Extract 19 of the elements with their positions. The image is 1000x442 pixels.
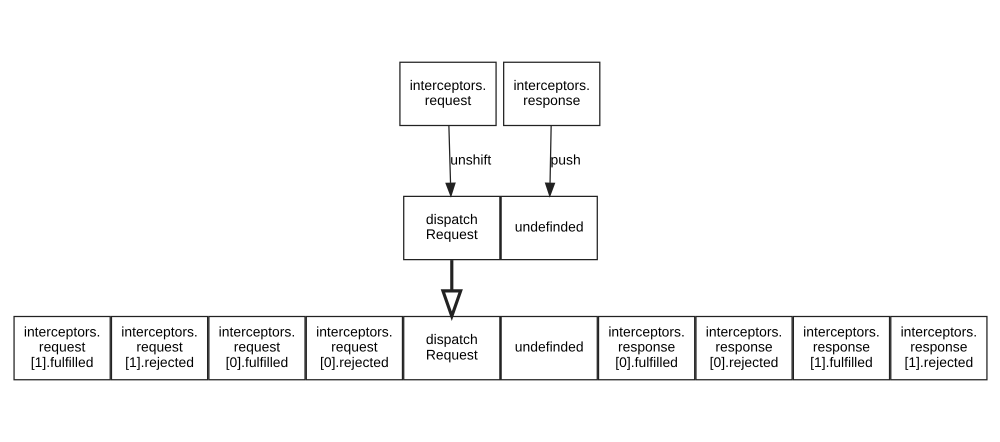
node-box: interceptors. response [1].fulfilled (792, 316, 890, 380)
node-box: interceptors. request [1].fulfilled (12, 316, 110, 380)
node-box: interceptors. response [0].rejected (694, 316, 792, 380)
node-box: interceptors. response [1].rejected (890, 316, 988, 380)
edge-label: unshift (450, 151, 491, 168)
arrow (544, 126, 555, 198)
node-box: interceptors. request (398, 62, 496, 126)
arrow (444, 126, 456, 198)
arrow (440, 260, 462, 321)
node-box: dispatch Request (402, 196, 500, 260)
node-box: interceptors. response [0].fulfilled (597, 316, 695, 380)
node-box: interceptors. request [0].fulfilled (208, 316, 306, 380)
node-box: undefinded (500, 196, 598, 260)
node-box: dispatch Request (402, 316, 500, 380)
node-box: undefinded (500, 316, 598, 380)
node-box: interceptors. request [1].rejected (110, 316, 208, 380)
node-box: interceptors. request [0].rejected (305, 316, 403, 380)
edge-label: push (550, 151, 580, 168)
node-box: interceptors. response (502, 62, 600, 126)
